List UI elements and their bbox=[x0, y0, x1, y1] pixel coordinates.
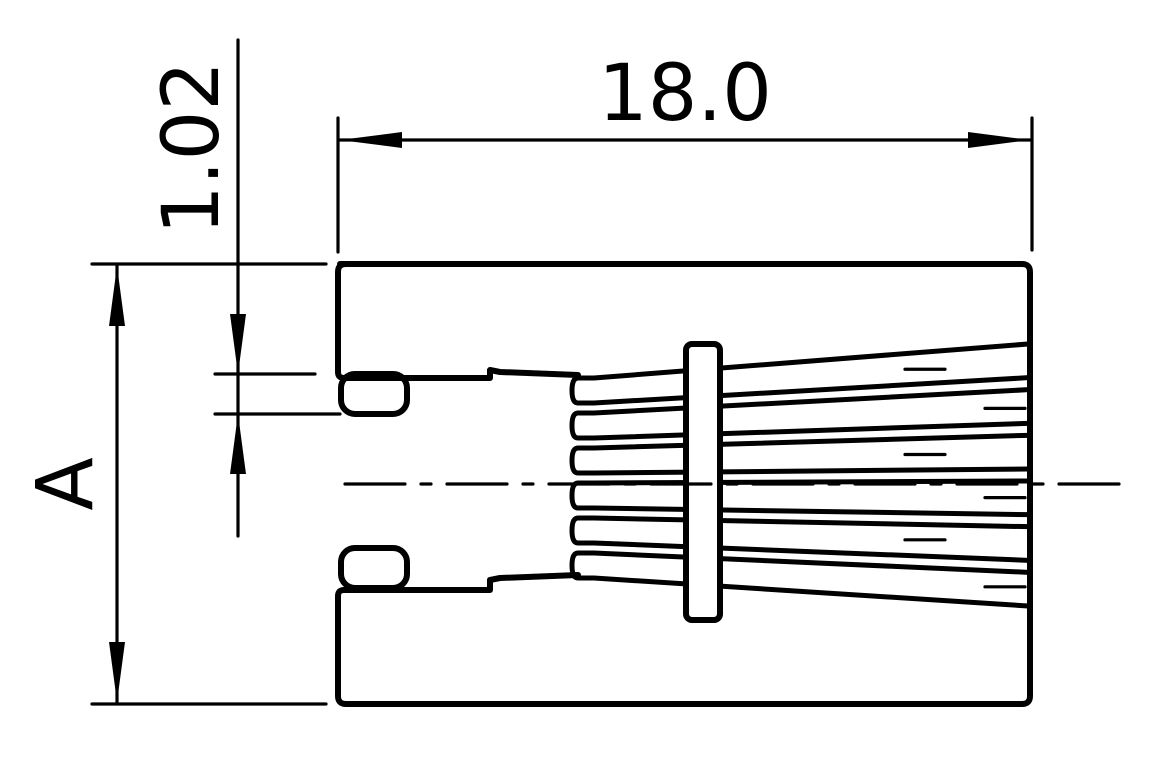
contact-pin bbox=[569, 478, 1031, 518]
lower-latch-notch bbox=[338, 545, 410, 591]
contact-pin bbox=[569, 341, 1031, 406]
gap-arrow-bottom bbox=[230, 414, 246, 474]
width-dimension-value: 18.0 bbox=[598, 49, 772, 139]
height-dimension-label: A bbox=[21, 457, 111, 510]
upper-latch-notch bbox=[338, 371, 410, 417]
contact-pin bbox=[569, 432, 1031, 476]
height-arrow-bottom bbox=[109, 642, 125, 702]
width-arrow-left bbox=[340, 132, 402, 148]
contact-pin bbox=[569, 515, 1031, 563]
height-arrow-top bbox=[109, 266, 125, 326]
gap-dimension-value: 1.02 bbox=[147, 61, 237, 235]
width-arrow-right bbox=[968, 132, 1030, 148]
center-clamp-bar bbox=[683, 341, 723, 623]
contact-pin bbox=[569, 387, 1031, 441]
contact-pin bbox=[569, 550, 1031, 609]
contact-group bbox=[569, 341, 1031, 609]
gap-arrow-top bbox=[230, 314, 246, 374]
